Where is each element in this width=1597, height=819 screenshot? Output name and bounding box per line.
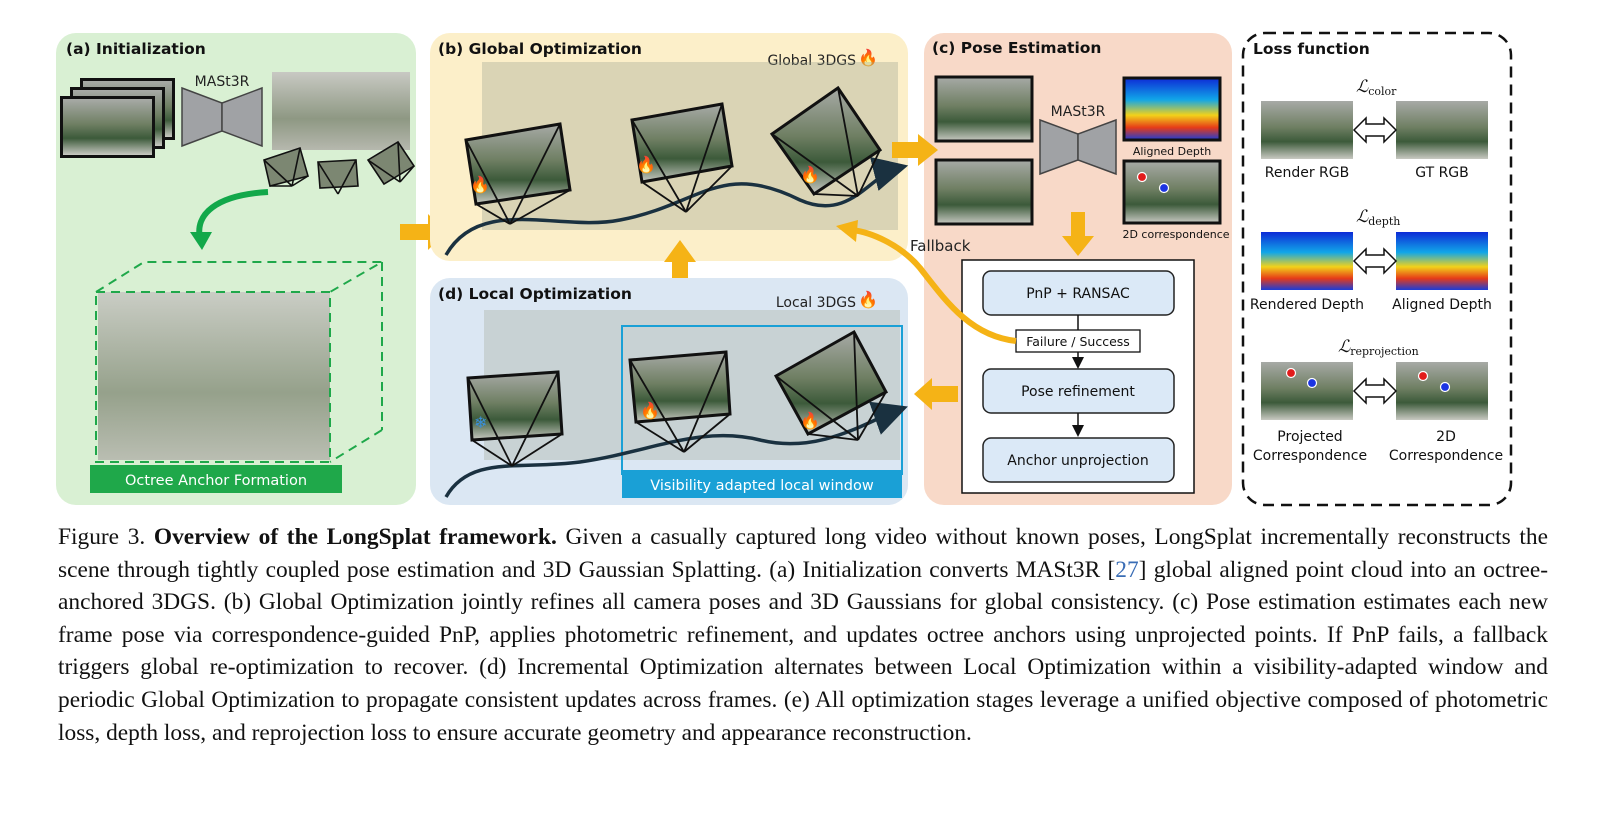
step-pose-refinement: Pose refinement — [1021, 384, 1135, 400]
correspondence-label: 2D correspondence — [1122, 228, 1229, 241]
mast3r-label-init: MASt3R — [195, 74, 250, 90]
global-cam-fire-icon-2: 🔥 — [636, 155, 656, 174]
caption-text-part2: ] global aligned point cloud into an oct… — [58, 556, 1549, 746]
local-fire-icon: 🔥 — [858, 290, 878, 309]
snowflake-icon: ❄ — [474, 415, 487, 432]
mast3r-label-pose: MASt3R — [1051, 104, 1106, 120]
reprojection-loss-compare-arrow — [1352, 377, 1398, 405]
reprojection-loss-symbol: ℒreprojection — [1338, 337, 1419, 358]
render-rgb-label: Render RGB — [1265, 165, 1349, 181]
init-down-arrow — [196, 189, 269, 239]
aligned-depth-loss-image — [1396, 232, 1488, 290]
mast3r-network-pose: MASt3R — [1039, 104, 1117, 176]
rendered-depth-label: Rendered Depth — [1250, 297, 1364, 313]
depth-loss-term: ℒdepth Rendered Depth Aligned Depth — [1250, 207, 1492, 313]
rendered-depth-image — [1261, 232, 1353, 290]
correspondence-blue-dot — [1158, 182, 1170, 194]
panel-d-title: (d) Local Optimization — [438, 285, 632, 303]
depth-loss-symbol: ℒdepth — [1356, 207, 1400, 228]
arrow-local-to-global — [664, 240, 696, 288]
pose-input-frame-1 — [934, 75, 1034, 143]
caption-text-part1: Given a casually captured long video wit… — [58, 524, 1548, 583]
depth-loss-compare-arrow — [1352, 247, 1398, 275]
gt-correspondence-label-line2: Correspondence — [1389, 448, 1503, 464]
framework-diagram: (a) Initialization MASt3R — [56, 31, 1513, 507]
panel-c-title: (c) Pose Estimation — [932, 39, 1101, 57]
figure-caption: Figure 3. Overview of the LongSplat fram… — [58, 521, 1548, 749]
local-cameras — [466, 329, 889, 467]
aligned-depth-image — [1122, 76, 1222, 142]
global-cameras — [464, 85, 883, 225]
global-cam-fire-icon-3: 🔥 — [800, 165, 820, 184]
reprojection-loss-term: ℒreprojection Projected Correspondence 2… — [1253, 337, 1503, 464]
panel-initialization: (a) Initialization MASt3R — [56, 33, 416, 505]
local-cam-fire-icon-1: 🔥 — [640, 401, 660, 420]
local-window-bar — [622, 470, 902, 498]
local-cam-fire-icon-2: 🔥 — [800, 411, 820, 430]
arrow-pose-to-local — [914, 378, 958, 410]
failure-success-label: Failure / Success — [1026, 334, 1130, 349]
gt-correspondence-label-line1: 2D — [1436, 429, 1456, 445]
gt-blue-dot — [1439, 381, 1451, 393]
arrow-pose-down — [1062, 212, 1094, 256]
octree-anchor-bar — [90, 465, 342, 493]
step-anchor-unprojection: Anchor unprojection — [1007, 453, 1148, 469]
init-pointcloud-image — [272, 72, 410, 150]
arrow-global-to-pose — [892, 134, 938, 166]
loss-title: Loss function — [1253, 40, 1370, 58]
correspondence-red-dot — [1136, 171, 1148, 183]
init-cameras — [263, 140, 416, 195]
step-pnp-ransac: PnP + RANSAC — [1026, 286, 1130, 302]
color-loss-compare-arrow — [1352, 116, 1398, 144]
local-window-label: Visibility adapted local window — [650, 478, 874, 494]
panel-local-optimization: (d) Local Optimization Local 3DGS 🔥 ❄ 🔥 … — [430, 278, 908, 505]
projected-correspondence-image — [1261, 362, 1353, 420]
correspondence-image — [1122, 159, 1222, 225]
panel-b-title: (b) Global Optimization — [438, 40, 642, 58]
octree-anchor-label: Octree Anchor Formation — [125, 473, 307, 489]
caption-fig-label: Figure 3. — [58, 524, 146, 550]
mast3r-network-init: MASt3R — [181, 74, 263, 148]
color-loss-term: ℒcolor Render RGB GT RGB — [1261, 77, 1488, 181]
render-rgb-image — [1261, 101, 1353, 159]
aligned-depth-loss-label: Aligned Depth — [1392, 297, 1492, 313]
projected-red-dot — [1285, 367, 1297, 379]
projected-blue-dot — [1306, 377, 1318, 389]
projected-label-line2: Correspondence — [1253, 448, 1367, 464]
input-frames-stack — [60, 78, 175, 158]
octree-anchor-cube — [95, 261, 386, 463]
step-anchor-unprojection-box — [982, 437, 1175, 483]
color-loss-symbol: ℒcolor — [1356, 77, 1397, 98]
aligned-depth-label: Aligned Depth — [1133, 145, 1211, 158]
panel-loss-function: Loss function ℒcolor Render RGB GT RGB ℒ… — [1241, 31, 1513, 507]
global-fire-icon: 🔥 — [858, 48, 878, 67]
gt-red-dot — [1417, 370, 1429, 382]
local-3dgs-label: Local 3DGS — [776, 295, 856, 311]
caption-citation-link[interactable]: 27 — [1115, 556, 1139, 583]
pose-input-frame-2 — [934, 158, 1034, 226]
gt-rgb-image — [1396, 101, 1488, 159]
gt-rgb-label: GT RGB — [1415, 165, 1469, 181]
caption-bold-title: Overview of the LongSplat framework. — [153, 524, 557, 550]
panel-pose-estimation: (c) Pose Estimation MASt3R Aligned Depth… — [924, 33, 1232, 505]
panel-a-title: (a) Initialization — [66, 40, 206, 58]
panel-global-optimization: (b) Global Optimization Global 3DGS 🔥 🔥 … — [430, 33, 909, 261]
global-cam-fire-icon-1: 🔥 — [470, 175, 490, 194]
fallback-arrow — [851, 227, 1017, 344]
fallback-label: Fallback — [910, 237, 971, 255]
projected-label-line1: Projected — [1277, 429, 1342, 445]
local-trajectory — [444, 401, 908, 498]
global-3dgs-label: Global 3DGS — [767, 53, 856, 69]
